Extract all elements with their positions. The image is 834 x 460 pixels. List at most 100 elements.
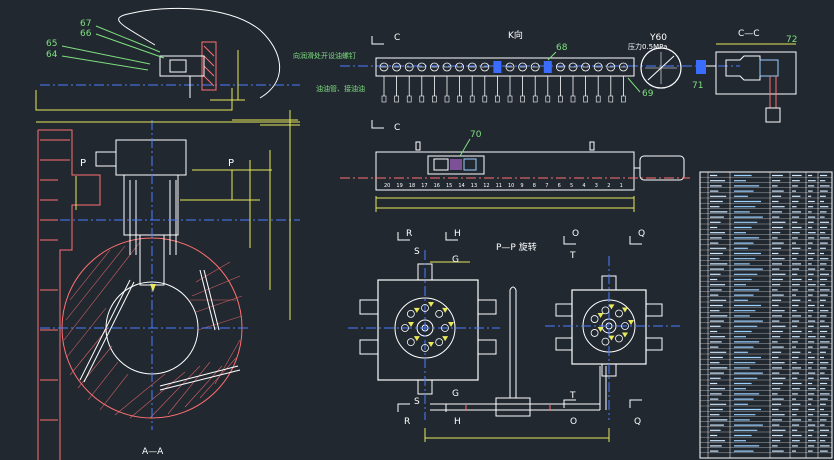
rail-fittings [379,61,628,103]
label-r-bottom: R [404,417,410,427]
rail-position-number: 16 [434,183,440,189]
rail-position-number: 14 [458,183,464,189]
dimension-lines [35,50,300,320]
triangle-markers [401,302,634,352]
fitting [455,62,465,103]
port-marker [441,322,454,332]
port-marker [590,326,604,337]
fitting [379,62,389,103]
label-72: 72 [786,35,797,45]
label-66: 66 [80,29,92,39]
rail-position-number: 5 [570,183,573,189]
label-s-top: S [414,247,420,257]
label-t-bottom: T [569,391,576,401]
fitting [392,62,402,103]
rail-position-number: 10 [508,183,514,189]
port-marker [406,307,420,318]
rail-position-number: 20 [384,183,390,189]
label-c-bottom: C [394,123,400,133]
port-marker [621,320,634,330]
port-marker [590,313,604,323]
fitting [556,62,565,103]
note-oil-pipe: 油油管、接油油 [316,84,365,93]
rail-position-number: 17 [421,183,427,189]
label-70: 70 [470,130,482,140]
label-t-top: T [569,251,576,261]
label-o-top: O [572,229,579,239]
port-marker [601,304,615,315]
label-h-bottom: H [454,417,461,427]
port-marker [435,307,449,318]
label-s-bottom: S [414,397,420,407]
fitting [518,62,527,103]
valve-block-1 [359,263,497,395]
rail-position-number: 13 [471,183,477,189]
rail-position-number: 3 [595,183,598,189]
fitting [543,61,552,103]
note-lube-screw: 向润滑处开设油螺钉 [293,51,356,60]
k-view: C C K向 向润滑处开设油螺钉 油油管、接油油 68 Y60 压力0.5MPa… [293,29,797,133]
pressure-gauge [640,47,682,89]
fitting [606,62,616,103]
port-marker [406,336,420,347]
rail-position-number: 7 [545,183,548,189]
label-r-top: R [406,229,412,239]
label-q-top: Q [638,229,645,239]
label-65: 65 [46,39,57,49]
label-g-top: G [452,255,459,265]
fitting [568,62,578,103]
rail-position-number: 2 [607,183,610,189]
fitting [467,62,477,103]
label-p-right: P [228,158,234,169]
fitting [442,62,452,103]
rail-position-number: 18 [409,183,415,189]
label-69: 69 [642,89,654,99]
port-marker [435,336,449,347]
label-pressure: 压力0.5MPa [628,42,667,51]
rail-position-number: 8 [533,183,536,189]
rail-position-number: 6 [558,183,561,189]
rail-body [375,151,635,191]
label-c-top: C [394,33,400,43]
manifold-rail [375,57,635,77]
rail-position-number: 12 [483,183,489,189]
rail-position-number: 19 [396,183,402,189]
left-assembly-view: 67 66 65 64 P P A—A [35,7,300,460]
fitting [619,62,628,103]
fitting [593,62,603,103]
fitting [417,62,427,103]
port-marker [601,335,615,346]
label-y60: Y60 [649,33,667,43]
port-marker [421,342,434,352]
fitting [581,62,590,103]
label-o-bottom: O [570,417,577,427]
rotor-section [61,237,243,419]
fitting [530,62,540,103]
label-k-view: K向 [508,29,523,41]
rail-position-number: 1 [620,183,623,189]
label-p-left: P [80,158,86,169]
rail-position-number: 11 [496,183,502,189]
label-g-bottom: G [452,389,459,399]
fitting [429,62,439,103]
fitting [505,62,515,103]
rail-position-number: 9 [520,183,523,189]
label-q-bottom: Q [634,417,641,427]
cc-detail [696,51,797,123]
shaft [95,139,187,286]
parts-list-table [699,171,833,459]
port-marker [615,307,628,318]
fitting [493,61,502,103]
port-marker [401,322,414,332]
pp-view: P—P 旋转 [348,229,680,442]
label-cc: C—C [738,29,760,39]
port-marker [615,332,628,343]
label-71: 71 [692,81,703,91]
rail-position-number: 4 [582,183,585,189]
label-h-top: H [454,229,461,239]
pipes [430,286,607,417]
label-section-aa: A—A [142,447,164,457]
